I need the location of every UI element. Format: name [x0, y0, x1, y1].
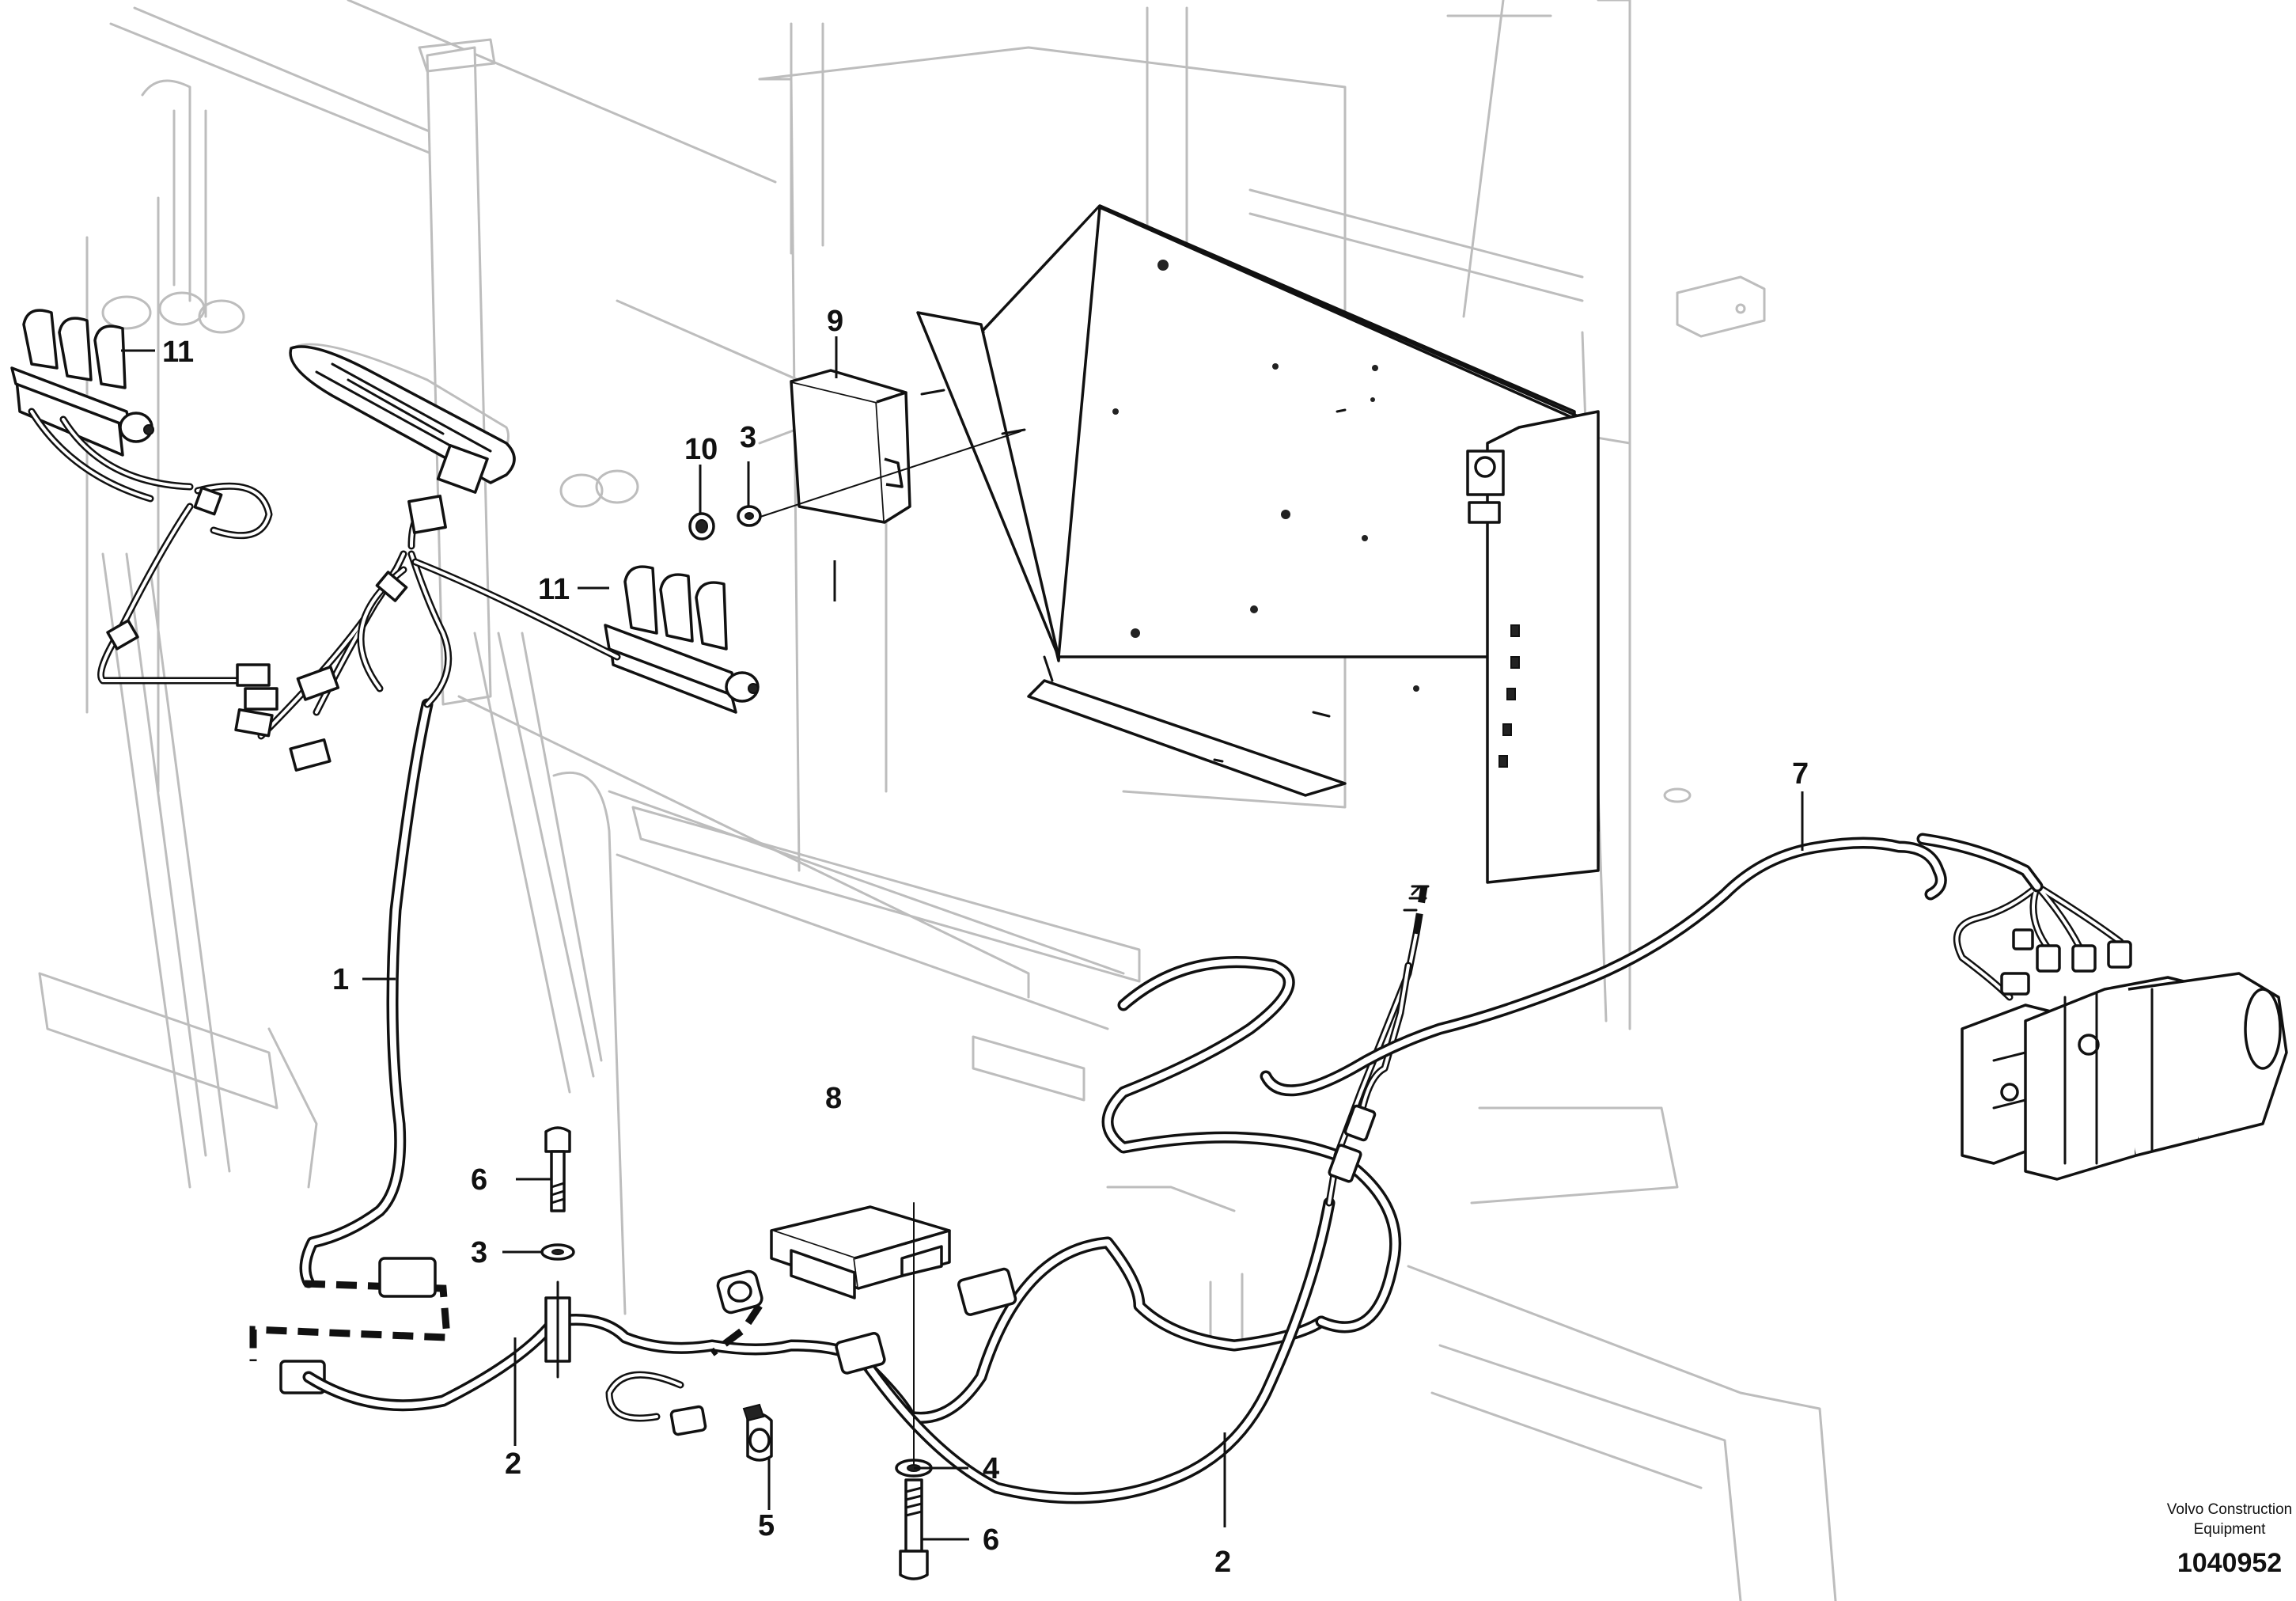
part-7-valve-harness: [1260, 833, 2132, 1097]
callout-10: 10: [684, 433, 718, 466]
callout-2-left: 2: [505, 1447, 521, 1481]
brand-name-line1: Volvo Construction: [2167, 1501, 2292, 1518]
drawing-footer: Volvo Construction Equipment 1040952: [2167, 1501, 2292, 1578]
hydraulic-valve-block: [1961, 972, 2288, 1181]
part-3-washer-lower: [540, 1243, 575, 1261]
callout-9: 9: [827, 305, 843, 338]
part-8-relay-box: [716, 1205, 951, 1315]
callout-6-lower: 6: [983, 1523, 999, 1557]
armrest-keypad-plate: [289, 345, 516, 494]
part-1-wiring-harness: [97, 482, 621, 1394]
callout-11-right: 11: [538, 573, 570, 606]
callout-3-lower: 3: [471, 1236, 487, 1269]
callout-leaders: [121, 336, 1804, 1541]
part-9-control-box: [755, 369, 1021, 524]
part-5-cable-clip: [742, 1403, 773, 1462]
callout-1: 1: [332, 963, 349, 996]
callout-4: 4: [983, 1452, 999, 1485]
mounting-bracket-plate: [916, 204, 1600, 884]
part-6-bolt-upper: [544, 1126, 571, 1212]
callout-labels: 11 11 1 6 3 2 4 5 6 2 7 8 9 10 3: [162, 305, 1809, 1579]
part-11-switch-module-left: [10, 309, 194, 503]
part-2-main-harness: [302, 885, 1430, 1504]
callout-11-left: 11: [162, 336, 194, 369]
callout-7: 7: [1792, 757, 1809, 791]
part-11-switch-module-right: [604, 565, 760, 714]
callout-2-right: 2: [1214, 1546, 1231, 1579]
background-cab-structure: [38, 0, 1837, 1601]
part-3-washer-upper: [737, 505, 762, 527]
callout-3-upper: 3: [740, 421, 756, 454]
part-10-nut: [688, 512, 715, 541]
brand-name-line2: Equipment: [2194, 1521, 2267, 1538]
drawing-number: 1040952: [2177, 1548, 2282, 1578]
part-6-bolt-lower: [899, 1478, 929, 1580]
callout-5: 5: [758, 1509, 775, 1542]
callout-8: 8: [825, 1082, 842, 1115]
callout-6-upper: 6: [471, 1163, 487, 1197]
